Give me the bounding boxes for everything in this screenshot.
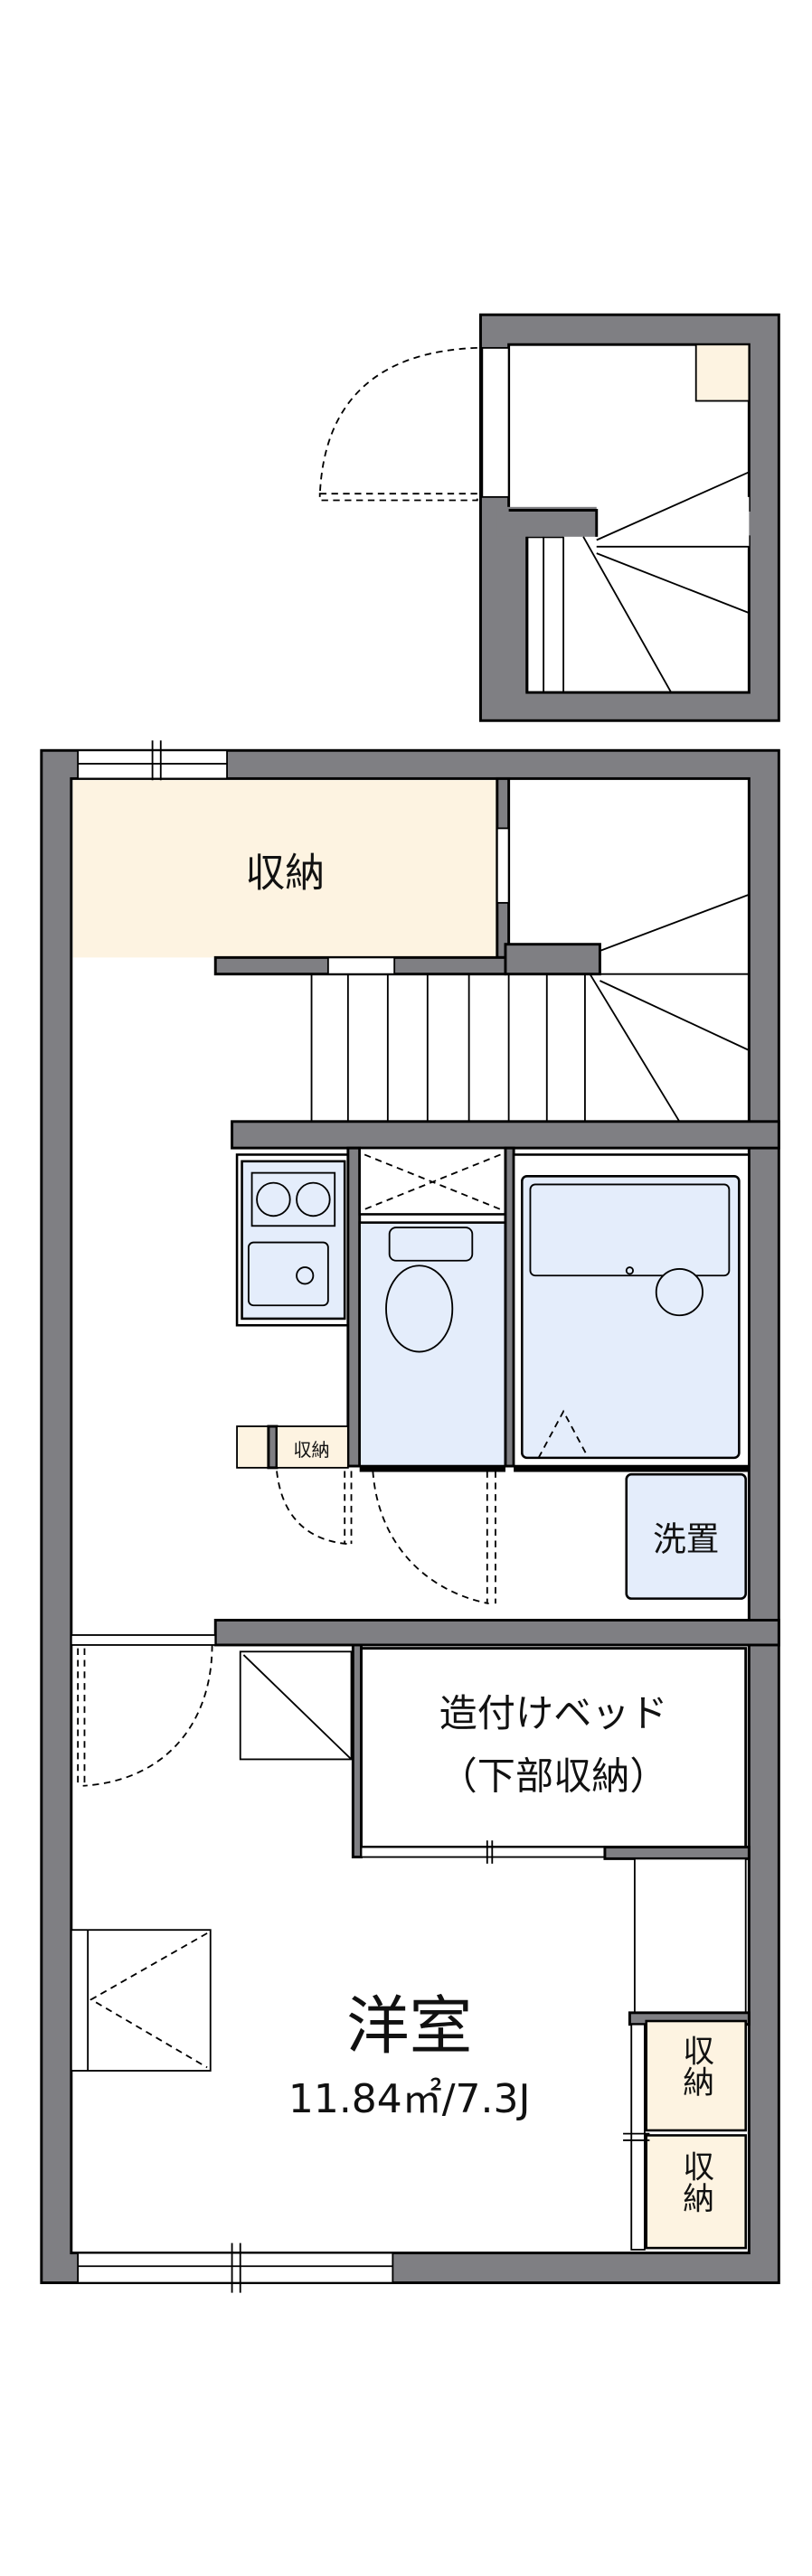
- toilet-door-swing: [372, 1471, 496, 1605]
- kitchen-counter: [235, 1153, 350, 1327]
- stove-burner-icon: [256, 1181, 291, 1217]
- storage-door-swing: [276, 1471, 353, 1546]
- room-area: 11.84㎡/7.3J: [288, 2076, 531, 2122]
- storage-top: [72, 780, 497, 958]
- bathtub-icon: [529, 1183, 731, 1277]
- bathroom: [512, 1153, 751, 1468]
- sink-drain-icon: [296, 1266, 315, 1285]
- storage-top-label: 収納: [245, 851, 325, 897]
- storage-small-label: 収納: [293, 1439, 329, 1461]
- desk: [70, 1929, 212, 2072]
- window-bottom[interactable]: [77, 2242, 394, 2293]
- closet-right-1-label: 収納: [678, 2035, 714, 2098]
- toilet-room: [358, 1146, 507, 1468]
- washer-label: 洗置: [653, 1519, 719, 1558]
- stove-burner-icon: [296, 1181, 331, 1217]
- closet-right-1: [645, 2019, 747, 2132]
- entrance-door-swing: [318, 346, 478, 502]
- toilet-icon: [385, 1264, 454, 1353]
- entrance-storage: [694, 343, 751, 402]
- room-door-swing: [77, 1644, 213, 1787]
- bed-sublabel: （下部収納）: [439, 1753, 668, 1798]
- closet-right-2-label: 収納: [678, 2150, 714, 2214]
- closet-sliding-doors[interactable]: [623, 2023, 650, 2251]
- bed-label: 造付けベッド: [439, 1691, 668, 1735]
- closet-right-2: [645, 2134, 747, 2250]
- washer-space: [625, 1472, 747, 1600]
- window-top[interactable]: [77, 740, 228, 787]
- room-label: 洋室: [346, 1989, 472, 2063]
- entrance-block: [318, 313, 780, 722]
- staircase: [310, 893, 750, 1123]
- built-in-bed: [360, 1647, 748, 1849]
